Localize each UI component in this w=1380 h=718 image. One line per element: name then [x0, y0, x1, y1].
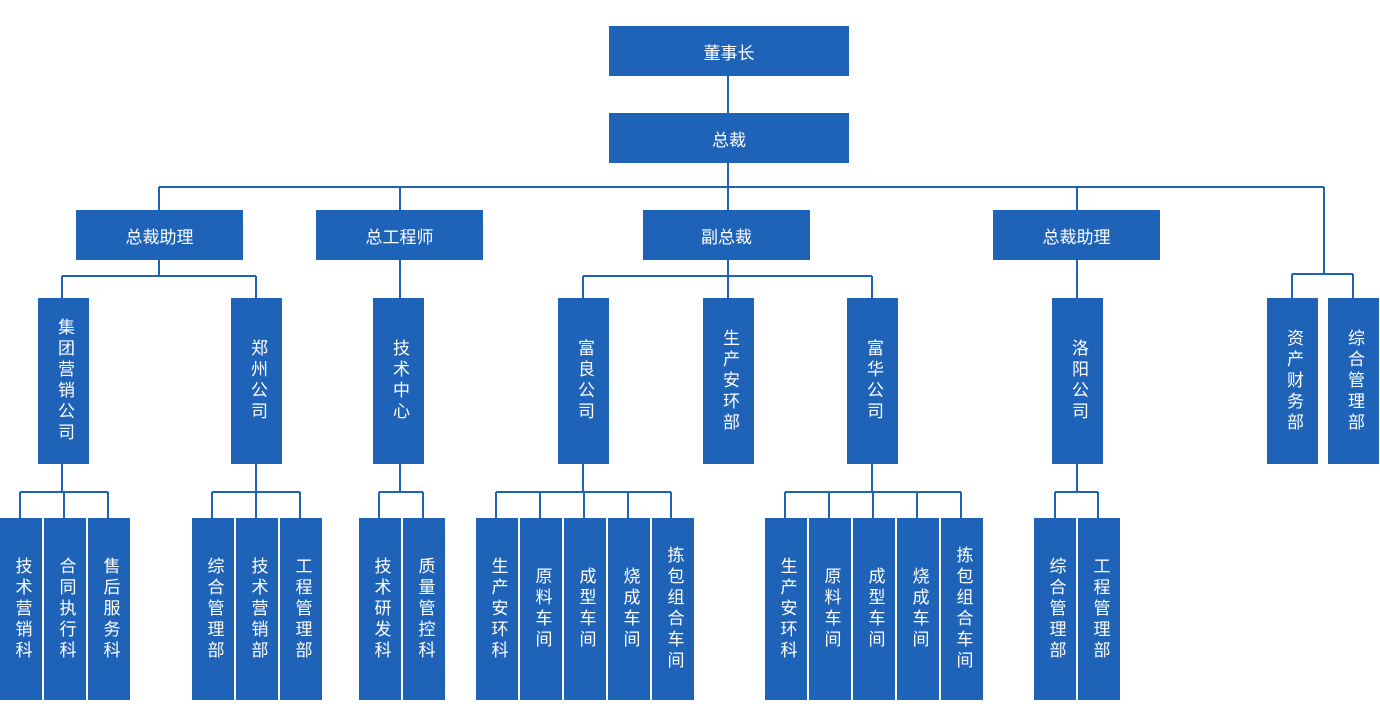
node-l4: 技术营销部	[236, 518, 278, 700]
node-l4: 售后服务科	[88, 518, 130, 700]
node-l4-label: 合同执行科	[55, 556, 76, 662]
node-l4: 原料车间	[809, 518, 851, 700]
node-l4: 烧成车间	[608, 518, 650, 700]
node-l3: 富良公司	[558, 298, 609, 464]
node-l3: 郑州公司	[231, 298, 282, 464]
node-l4: 综合管理部	[1034, 518, 1076, 700]
node-l4-label: 技术营销部	[247, 556, 268, 662]
node-l4: 工程管理部	[1078, 518, 1120, 700]
node-l2: 总裁助理	[76, 210, 243, 260]
node-l4-label: 综合管理部	[203, 556, 224, 662]
node-l3-label: 富良公司	[574, 339, 594, 423]
node-l2: 副总裁	[643, 210, 810, 260]
node-l3: 综合管理部	[1328, 298, 1379, 464]
node-l3-label: 技术中心	[389, 339, 409, 423]
node-l4: 生产安环科	[476, 518, 518, 700]
node-l3: 集团营销公司	[38, 298, 89, 464]
node-l4-label: 烧成车间	[619, 567, 640, 651]
node-l3: 富华公司	[847, 298, 898, 464]
node-l4-label: 烧成车间	[908, 567, 929, 651]
node-l2: 总工程师	[316, 210, 483, 260]
node-l3: 生产安环部	[703, 298, 754, 464]
node-l4: 生产安环科	[765, 518, 807, 700]
node-l4-label: 质量管控科	[414, 556, 435, 662]
node-l4-label: 成型车间	[864, 567, 885, 651]
node-l4: 质量管控科	[403, 518, 445, 700]
node-chairman: 董事长	[609, 26, 849, 76]
node-l4-label: 工程管理部	[291, 556, 312, 662]
node-l3-label: 综合管理部	[1344, 328, 1364, 434]
node-l4-label: 售后服务科	[99, 556, 120, 662]
node-l4-label: 技术营销科	[11, 556, 32, 662]
node-president: 总裁	[609, 113, 849, 163]
node-l3-label: 富华公司	[863, 339, 883, 423]
node-l3: 资产财务部	[1267, 298, 1318, 464]
node-l4: 综合管理部	[192, 518, 234, 700]
node-l4-label: 拣包组合车间	[663, 546, 684, 672]
node-l4: 拣包组合车间	[652, 518, 694, 700]
node-l4-label: 生产安环科	[776, 556, 797, 662]
node-l4: 拣包组合车间	[941, 518, 983, 700]
node-l4-label: 技术研发科	[370, 556, 391, 662]
node-l4: 工程管理部	[280, 518, 322, 700]
node-l3-label: 生产安环部	[719, 328, 739, 434]
node-l4: 技术营销科	[0, 518, 42, 700]
node-l3: 技术中心	[373, 298, 424, 464]
node-l4-label: 生产安环科	[487, 556, 508, 662]
node-l4-label: 拣包组合车间	[952, 546, 973, 672]
node-l4: 烧成车间	[897, 518, 939, 700]
node-l3-label: 洛阳公司	[1068, 339, 1088, 423]
node-l4-label: 成型车间	[575, 567, 596, 651]
node-l4-label: 工程管理部	[1089, 556, 1110, 662]
node-l4-label: 综合管理部	[1045, 556, 1066, 662]
node-l3-label: 集团营销公司	[54, 318, 74, 444]
node-l4: 成型车间	[564, 518, 606, 700]
node-l4-label: 原料车间	[820, 567, 841, 651]
node-l4: 原料车间	[520, 518, 562, 700]
node-l3-label: 郑州公司	[247, 339, 267, 423]
node-l4: 技术研发科	[359, 518, 401, 700]
node-l4: 成型车间	[853, 518, 895, 700]
node-l4: 合同执行科	[44, 518, 86, 700]
node-l3-label: 资产财务部	[1283, 328, 1303, 434]
node-l2: 总裁助理	[993, 210, 1160, 260]
node-l4-label: 原料车间	[531, 567, 552, 651]
node-l3: 洛阳公司	[1052, 298, 1103, 464]
